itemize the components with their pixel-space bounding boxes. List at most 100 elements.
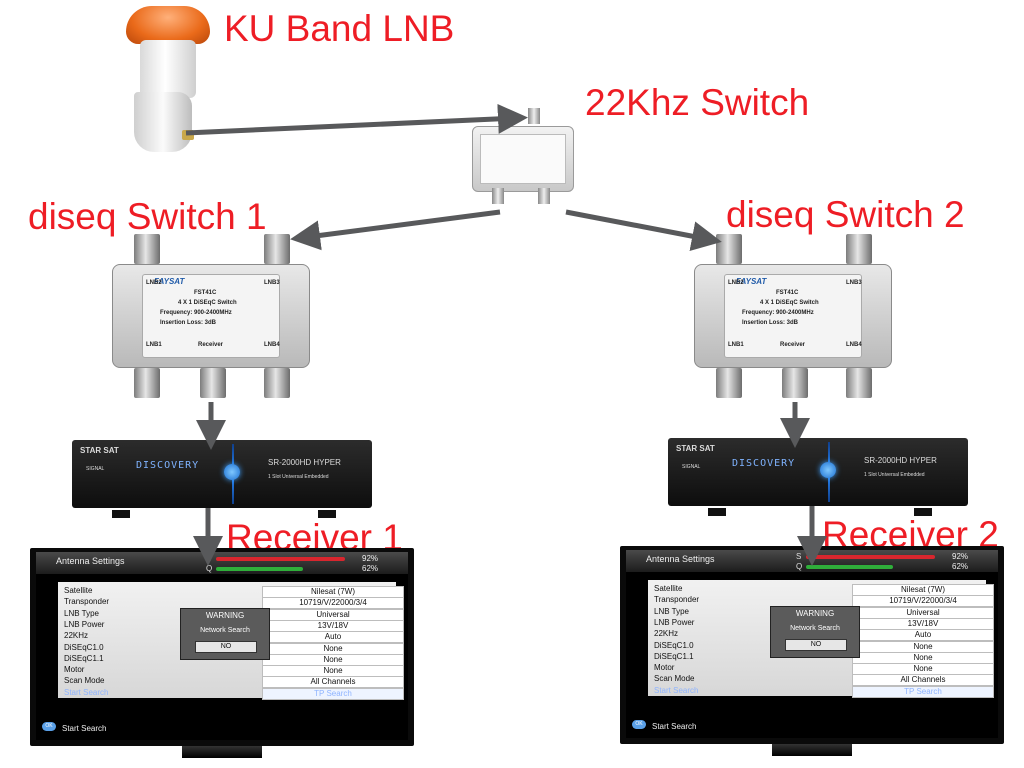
port-lnb1 bbox=[134, 368, 160, 398]
settings-row[interactable]: Transponder 10719/V/22000/3/4 bbox=[654, 595, 994, 608]
setting-value[interactable]: All Channels bbox=[852, 674, 994, 687]
setting-value[interactable]: 13V/18V bbox=[262, 619, 404, 632]
switch-lnb4-label: LNB4 bbox=[846, 342, 862, 348]
setting-label: LNB Power bbox=[654, 617, 695, 627]
settings-row[interactable]: Start Search TP Search bbox=[64, 687, 404, 700]
diseqc-switch-2: FAYSAT FST41C 4 X 1 DiSEqC Switch Freque… bbox=[694, 234, 894, 402]
switch-22khz-output-port-2 bbox=[538, 188, 550, 204]
receiver-slot: 1 Slot Universal Embedded bbox=[268, 474, 329, 480]
port-lnb2 bbox=[134, 234, 160, 264]
switch-lnb2-label: LNB2 bbox=[728, 280, 744, 286]
setting-value[interactable]: All Channels bbox=[262, 676, 404, 689]
setting-label: Scan Mode bbox=[64, 676, 105, 686]
start-search-hint: Start Search bbox=[652, 722, 697, 731]
tv-stand bbox=[772, 744, 852, 756]
switch-receiver-label: Receiver bbox=[198, 342, 224, 348]
switch-22khz-input-port bbox=[528, 108, 540, 124]
signal-strength-value: 92% bbox=[362, 554, 379, 563]
settings-row[interactable]: Motor None bbox=[654, 663, 994, 676]
port-lnb4 bbox=[264, 368, 290, 398]
setting-value[interactable]: None bbox=[262, 653, 404, 666]
settings-row[interactable]: Scan Mode All Channels bbox=[64, 676, 404, 689]
receiver-display: DISCOVERY bbox=[732, 458, 796, 469]
settings-row[interactable]: Satellite Nilesat (7W) bbox=[64, 586, 404, 598]
setting-value[interactable]: TP Search bbox=[262, 687, 404, 700]
settings-row[interactable]: Scan Mode All Channels bbox=[654, 674, 994, 687]
setting-value[interactable]: Auto bbox=[262, 631, 404, 644]
signal-quality-bar bbox=[806, 565, 893, 569]
setting-value[interactable]: Auto bbox=[852, 629, 994, 642]
tv-1: Antenna Settings S Q 92% 62% Satellite N… bbox=[30, 548, 414, 758]
setting-label: Satellite bbox=[654, 584, 683, 593]
label-ku-band-lnb: KU Band LNB bbox=[224, 8, 455, 49]
setting-value[interactable]: None bbox=[852, 663, 994, 676]
setting-value[interactable]: None bbox=[852, 651, 994, 664]
screen-title: Antenna Settings bbox=[646, 554, 715, 564]
signal-strength-label: S bbox=[796, 552, 802, 561]
setting-value[interactable]: None bbox=[852, 640, 994, 653]
receiver-foot bbox=[112, 510, 130, 518]
port-receiver bbox=[782, 368, 808, 398]
setting-value[interactable]: Nilesat (7W) bbox=[262, 586, 404, 598]
receiver-display: DISCOVERY bbox=[136, 460, 200, 471]
setting-label: LNB Type bbox=[64, 608, 99, 618]
switch-title: 4 X 1 DiSEqC Switch bbox=[178, 300, 237, 306]
setting-label: Start Search bbox=[64, 687, 109, 697]
ok-button[interactable]: OK bbox=[42, 722, 56, 731]
screen-title-bar: Antenna Settings S Q 92% 62% bbox=[36, 552, 408, 574]
switch-loss: Insertion Loss: 3dB bbox=[742, 320, 799, 326]
signal-quality-label: Q bbox=[796, 562, 803, 571]
setting-value[interactable]: 10719/V/22000/3/4 bbox=[262, 597, 404, 610]
label-22khz-switch: 22Khz Switch bbox=[585, 82, 810, 123]
switch-lnb3-label: LNB3 bbox=[846, 280, 862, 286]
setting-value[interactable]: None bbox=[262, 665, 404, 678]
signal-strength-bar bbox=[216, 557, 345, 561]
switch-face bbox=[724, 274, 862, 358]
setting-value[interactable]: TP Search bbox=[852, 685, 994, 698]
switch-frequency: Frequency: 900-2400MHz bbox=[742, 310, 814, 316]
receiver-front-panel bbox=[72, 440, 372, 508]
switch-model: FST41C bbox=[776, 290, 799, 296]
setting-value[interactable]: 10719/V/22000/3/4 bbox=[852, 595, 994, 608]
setting-label: 22KHz bbox=[654, 629, 679, 639]
setting-value[interactable]: Universal bbox=[262, 608, 404, 621]
setting-value[interactable]: None bbox=[262, 642, 404, 655]
warning-title: WARNING bbox=[205, 611, 245, 620]
port-lnb1 bbox=[716, 368, 742, 398]
switch-loss: Insertion Loss: 3dB bbox=[160, 320, 217, 326]
settings-row[interactable]: Start Search TP Search bbox=[654, 685, 994, 698]
port-receiver bbox=[200, 368, 226, 398]
signal-quality-value: 62% bbox=[362, 564, 379, 573]
setting-label: Start Search bbox=[654, 685, 699, 695]
settings-row[interactable]: Satellite Nilesat (7W) bbox=[654, 584, 994, 596]
tv-screen: Antenna Settings S Q 92% 62% Satellite N… bbox=[36, 552, 408, 740]
warning-dialog: WARNING Network Search NO bbox=[770, 606, 860, 658]
setting-label: Motor bbox=[64, 665, 85, 675]
label-diseqc-switch-2: diseq Switch 2 bbox=[726, 194, 965, 235]
setting-value[interactable]: 13V/18V bbox=[852, 617, 994, 630]
setting-value[interactable]: Universal bbox=[852, 606, 994, 619]
switch-lnb3-label: LNB3 bbox=[264, 280, 280, 286]
switch-receiver-label: Receiver bbox=[780, 342, 806, 348]
warning-choice[interactable]: NO bbox=[785, 639, 847, 651]
setting-value[interactable]: Nilesat (7W) bbox=[852, 584, 994, 596]
settings-row[interactable]: Transponder 10719/V/22000/3/4 bbox=[64, 597, 404, 610]
signal-strength-bar bbox=[806, 555, 935, 559]
warning-choice[interactable]: NO bbox=[195, 641, 257, 653]
start-search-hint: Start Search bbox=[62, 724, 107, 733]
receiver-foot bbox=[318, 510, 336, 518]
receiver-foot bbox=[914, 508, 932, 516]
lnb-connector bbox=[182, 130, 194, 140]
switch-face bbox=[142, 274, 280, 358]
ok-button[interactable]: OK bbox=[632, 720, 646, 729]
receiver-model: SR-2000HD HYPER bbox=[268, 458, 341, 467]
switch-22khz-output-port-1 bbox=[492, 188, 504, 204]
warning-title: WARNING bbox=[795, 609, 835, 618]
warning-dialog: WARNING Network Search NO bbox=[180, 608, 270, 660]
switch-lnb4-label: LNB4 bbox=[264, 342, 280, 348]
setting-label: LNB Type bbox=[654, 606, 689, 616]
settings-row[interactable]: Motor None bbox=[64, 665, 404, 678]
port-lnb3 bbox=[264, 234, 290, 264]
setting-label: Transponder bbox=[64, 597, 110, 607]
lnb-cap bbox=[126, 6, 210, 44]
